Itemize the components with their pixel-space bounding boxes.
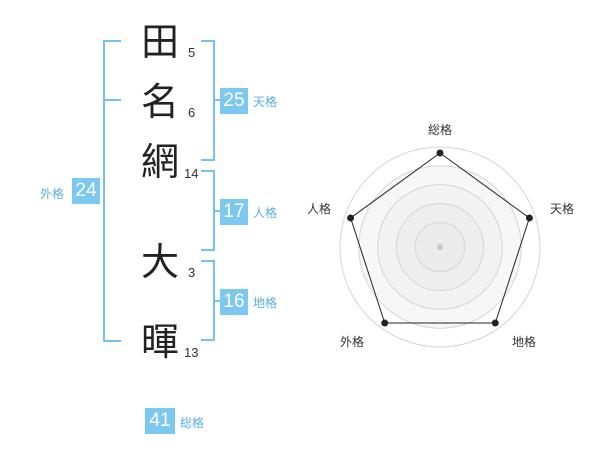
gaikaku-label: 外格	[40, 187, 65, 201]
name-char-4: 大	[140, 240, 179, 284]
jinkaku-bracket-tick	[213, 210, 221, 212]
axis-label-gaikaku: 外格	[340, 334, 364, 349]
radar-point	[525, 214, 533, 222]
jinkaku-label: 人格	[253, 206, 278, 220]
radar-center-dot	[437, 244, 443, 250]
stroke-count-4: 3	[188, 265, 196, 280]
radar-point	[347, 214, 355, 222]
gaikaku-value: 24	[72, 178, 100, 204]
gaikaku-bracket	[103, 40, 121, 342]
stroke-count-1: 5	[188, 45, 196, 60]
soukaku-value: 41	[145, 408, 175, 434]
gaikaku-bracket-tick	[103, 99, 121, 101]
name-char-3: 網	[140, 140, 179, 184]
jinkaku-value: 17	[220, 199, 248, 225]
radar-chart: 総格 天格 地格 外格 人格	[307, 122, 574, 349]
radar-value-polygon	[350, 152, 530, 324]
stroke-count-2: 6	[188, 105, 196, 120]
stroke-count-5: 13	[184, 345, 199, 360]
axis-label-chikaku: 地格	[512, 334, 536, 349]
soukaku-label: 総格	[180, 416, 205, 430]
axis-label-jinkaku: 人格	[307, 201, 331, 216]
name-char-2: 名	[140, 80, 179, 124]
chikaku-label: 地格	[253, 296, 278, 310]
chikaku-bracket-tick	[213, 300, 221, 302]
tenkaku-bracket-tick	[213, 99, 221, 101]
radar-point	[436, 149, 444, 157]
axis-label-soukaku: 総格	[428, 122, 452, 137]
stroke-count-3: 14	[184, 166, 199, 181]
chikaku-value: 16	[220, 289, 248, 315]
tenkaku-value: 25	[220, 88, 248, 114]
tenkaku-label: 天格	[253, 95, 278, 109]
radar-point	[491, 319, 499, 327]
name-char-1: 田	[140, 20, 179, 64]
axis-label-tenkaku: 天格	[550, 201, 574, 216]
radar-points	[347, 149, 533, 327]
radar-point	[381, 319, 389, 327]
name-char-5: 暉	[140, 320, 179, 364]
